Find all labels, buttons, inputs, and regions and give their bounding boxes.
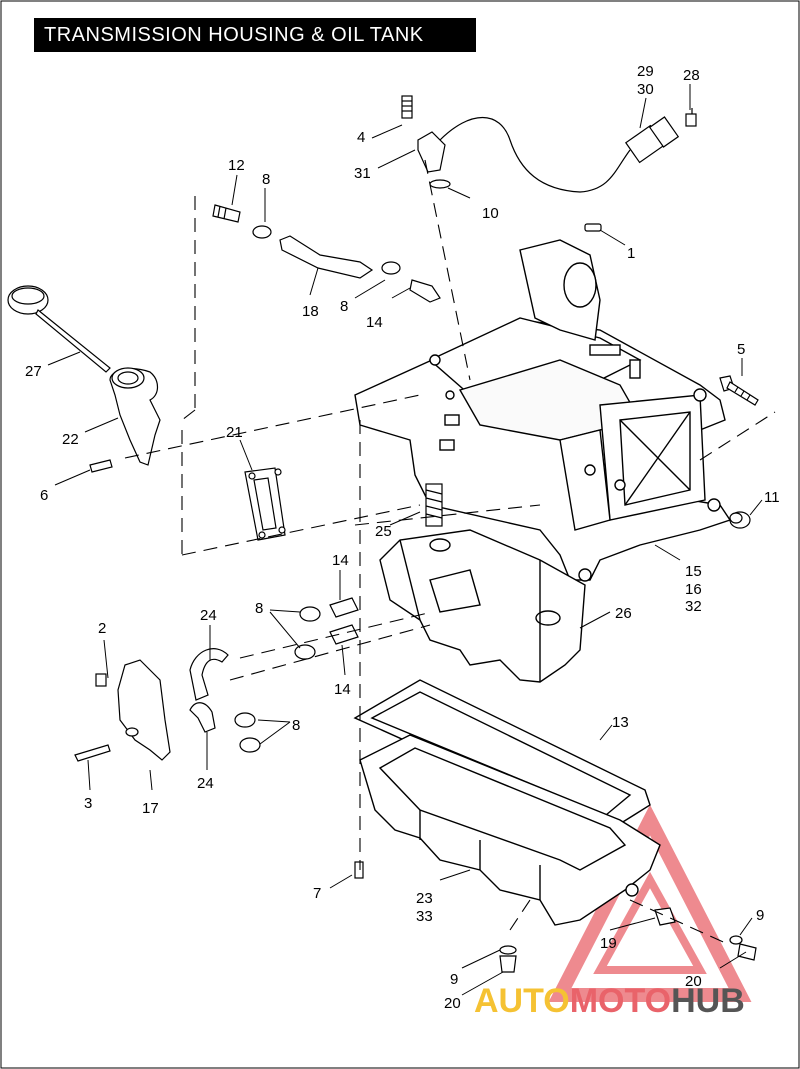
callout-12: 12 xyxy=(228,157,245,174)
bushing-11 xyxy=(729,511,751,529)
callout-16: 16 xyxy=(685,581,702,598)
gasket-21 xyxy=(244,467,286,541)
callout-14b: 14 xyxy=(334,681,351,698)
callout-26: 26 xyxy=(615,605,632,622)
dowel-pin xyxy=(584,223,602,232)
callout-11: 11 xyxy=(764,489,780,506)
callout-4: 4 xyxy=(357,129,365,146)
callout-19: 19 xyxy=(600,935,617,952)
spring-25 xyxy=(425,483,443,527)
watermark-part-1: AUTO xyxy=(474,982,570,1020)
callout-14c: 14 xyxy=(366,314,383,331)
callout-18: 18 xyxy=(302,303,319,320)
callout-25: 25 xyxy=(375,523,392,540)
callout-2: 2 xyxy=(98,620,106,637)
callout-30: 30 xyxy=(637,81,654,98)
callout-21: 21 xyxy=(226,424,243,441)
watermark-part-3: HUB xyxy=(671,982,745,1020)
oil-tank xyxy=(379,529,586,683)
reference-lines xyxy=(124,159,776,946)
callout-15: 15 xyxy=(685,563,702,580)
callout-20b: 20 xyxy=(444,995,461,1012)
callout-17: 17 xyxy=(142,800,159,817)
bolt-5 xyxy=(719,375,759,406)
lower-hose-fittings xyxy=(189,597,359,753)
callout-9a: 9 xyxy=(756,907,764,924)
callout-1: 1 xyxy=(627,245,635,262)
callout-27: 27 xyxy=(25,363,42,380)
watermark-part-2: MOTO xyxy=(569,982,672,1020)
sensor-assembly xyxy=(401,95,697,193)
callout-20a: 20 xyxy=(685,973,702,990)
callout-8a: 8 xyxy=(262,171,270,188)
callout-29: 29 xyxy=(637,63,654,80)
bracket-17 xyxy=(74,659,171,762)
drain-plugs xyxy=(354,861,757,973)
callout-3: 3 xyxy=(84,795,92,812)
callout-24b: 24 xyxy=(197,775,214,792)
callout-7: 7 xyxy=(313,885,321,902)
callout-33: 33 xyxy=(416,908,433,925)
watermark-logo: AUTOMOTOHUB xyxy=(474,982,745,1021)
callout-14a: 14 xyxy=(332,552,349,569)
callout-24a: 24 xyxy=(200,607,217,624)
callout-10: 10 xyxy=(482,205,499,222)
callout-6: 6 xyxy=(40,487,48,504)
transmission-housing xyxy=(354,239,732,582)
callout-23: 23 xyxy=(416,890,433,907)
callout-22: 22 xyxy=(62,431,79,448)
watermark-triangle xyxy=(548,804,752,1002)
upper-hose-fittings xyxy=(212,204,441,303)
callout-28: 28 xyxy=(683,67,700,84)
callout-5: 5 xyxy=(737,341,745,358)
oil-pan xyxy=(359,734,661,926)
leader-lines xyxy=(47,84,763,996)
diagram-title: TRANSMISSION HOUSING & OIL TANK xyxy=(34,18,476,52)
dipstick-filler xyxy=(7,285,161,473)
callout-13: 13 xyxy=(612,714,629,731)
callout-9b: 9 xyxy=(450,971,458,988)
callout-8b: 8 xyxy=(340,298,348,315)
callout-labels: 1 2 3 4 5 6 7 8 8 8 8 9 9 10 11 12 13 14… xyxy=(25,63,780,1012)
callout-31: 31 xyxy=(354,165,371,182)
callout-8c: 8 xyxy=(255,600,263,617)
callout-32: 32 xyxy=(685,598,702,615)
callout-8d: 8 xyxy=(292,717,300,734)
